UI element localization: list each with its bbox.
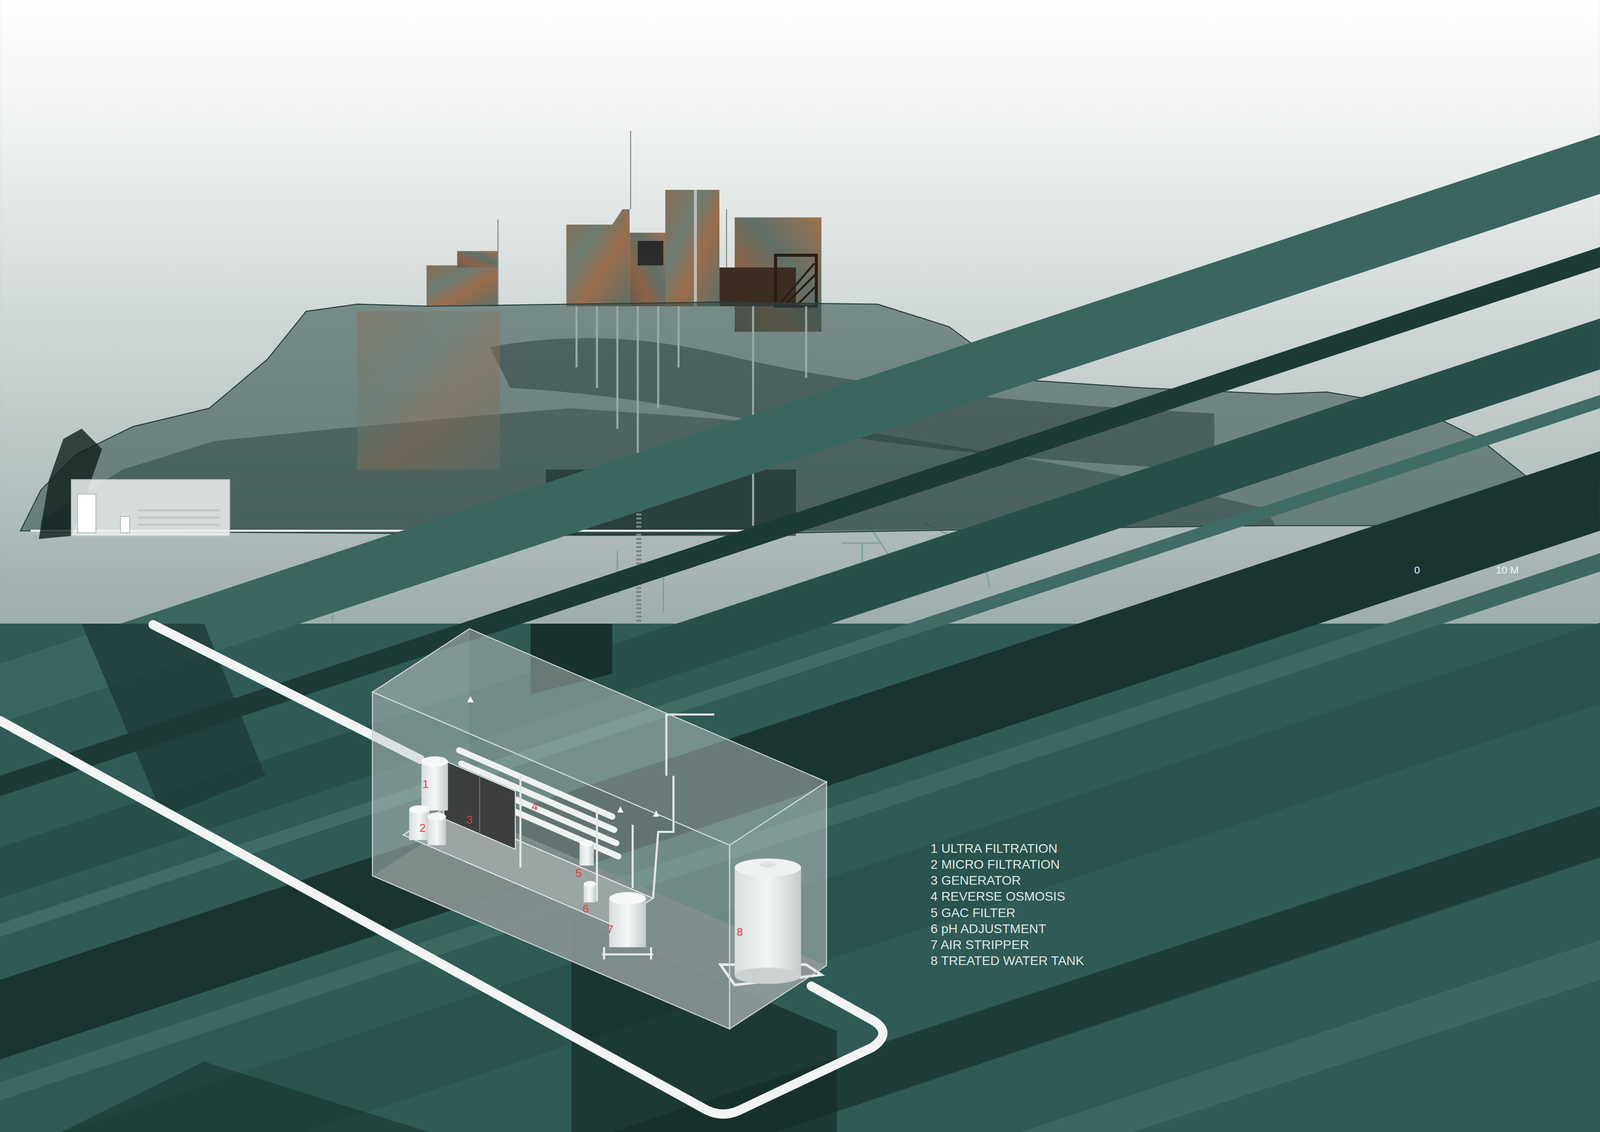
light: [617, 805, 624, 812]
legend-item-holder: 6 pH ADJUSTMENT: [930, 922, 1046, 936]
callout-number-holder: 1: [422, 778, 429, 790]
building-terrace: [719, 267, 796, 307]
stair: [779, 263, 817, 304]
tube: [137, 523, 220, 526]
scale-label-holder: 10 M: [1496, 565, 1519, 576]
callout-number-holder: 2: [419, 822, 426, 834]
pile: [636, 306, 639, 465]
callout-number: 1: [422, 777, 429, 790]
legend-item: 2 MICRO FILTRATION: [930, 857, 1060, 872]
legend-item-holder: 1 ULTRA FILTRATION: [930, 841, 1058, 855]
building: [566, 209, 630, 307]
callout-number: 7: [607, 922, 614, 936]
beams: [0, 134, 1600, 1132]
legend-item-holder: 2 MICRO FILTRATION: [930, 857, 1060, 871]
stair: [775, 254, 816, 307]
callout-number: 5: [575, 866, 582, 879]
building: [457, 250, 498, 268]
legend-item-holder: 5 GAC FILTER: [930, 906, 1016, 920]
pile: [616, 306, 619, 429]
module: [372, 628, 827, 1029]
plant-tank: [120, 516, 130, 533]
scale-label-holder: 0: [1414, 565, 1420, 576]
plant-housing: [71, 479, 230, 536]
plant-tubes: [137, 510, 220, 525]
axonometric-view: [0, 134, 1600, 1132]
callout-number: 6: [582, 902, 589, 915]
callout-number-holder: 6: [582, 903, 589, 915]
legend-item: 7 AIR STRIPPER: [930, 937, 1029, 952]
callout-number-holder: 8: [736, 926, 743, 938]
beam-shadow: [61, 1061, 429, 1132]
beam: [1020, 939, 1600, 1132]
callout-number: 3: [466, 813, 473, 826]
callout-number-holder: 5: [575, 867, 582, 879]
legend-item-holder: 3 GENERATOR: [930, 873, 1021, 887]
callout-number: 8: [736, 925, 743, 938]
callout-number-holder: 3: [466, 814, 473, 826]
plant-tank: [77, 493, 96, 533]
pile: [575, 306, 578, 368]
column-shadow: [81, 623, 266, 817]
legend-item-holder: 8 TREATED WATER TANK: [930, 954, 1085, 967]
mast: [497, 219, 499, 307]
building-joint: [693, 189, 697, 307]
scale-label: 0: [1414, 564, 1420, 576]
callout-number: 2: [419, 821, 426, 834]
buildings: [426, 130, 822, 332]
light: [467, 696, 474, 702]
buried-volume: [357, 311, 500, 470]
pile: [657, 306, 660, 409]
legend-item: 4 REVERSE OSMOSIS: [930, 888, 1065, 904]
mast: [630, 130, 632, 209]
scale-label: 10 M: [1496, 564, 1519, 576]
legend-item: 3 GENERATOR: [930, 872, 1021, 888]
lights: [467, 696, 660, 817]
pipes: [0, 624, 884, 1114]
legend-item: 1 ULTRA FILTRATION: [930, 841, 1058, 856]
callout-number-holder: 4: [531, 800, 539, 813]
tube: [137, 516, 220, 519]
building: [629, 232, 667, 307]
legend-item: 6 pH ADJUSTMENT: [930, 921, 1046, 936]
legend-item: 5 GAC FILTER: [930, 905, 1016, 920]
legend-item: 8 TREATED WATER TANK: [930, 953, 1085, 968]
light: [653, 810, 660, 816]
legend-item-holder: 4 REVERSE OSMOSIS: [930, 889, 1065, 903]
plant-section: [71, 479, 230, 536]
pile: [596, 306, 598, 388]
mast: [726, 209, 728, 268]
module-roof: [372, 628, 827, 845]
pile: [805, 306, 807, 378]
callout-number-holder: 7: [607, 923, 614, 936]
building: [665, 189, 720, 307]
legend-item-holder: 7 AIR STRIPPER: [930, 938, 1029, 951]
tube: [137, 509, 220, 511]
pile: [677, 306, 680, 368]
building-window: [637, 240, 664, 266]
callout-number: 4: [531, 800, 539, 813]
building: [426, 265, 499, 307]
